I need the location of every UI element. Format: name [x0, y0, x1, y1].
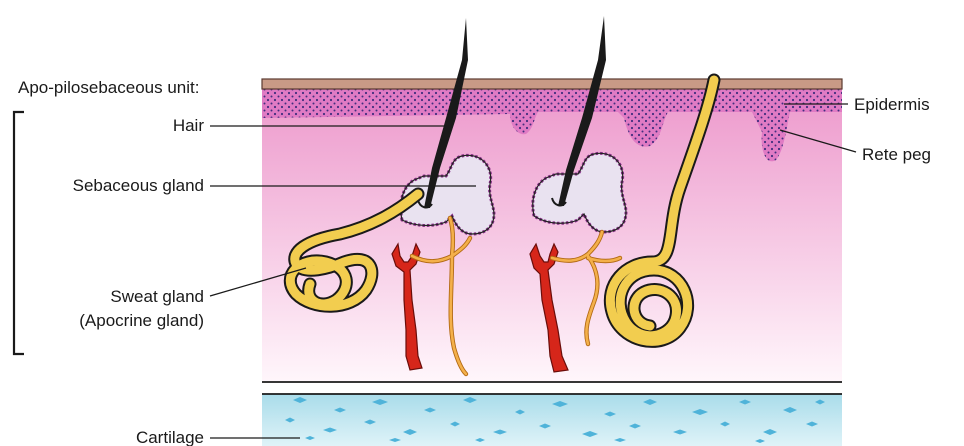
unit-bracket [14, 112, 24, 354]
stratum-corneum [262, 79, 842, 89]
cartilage-label: Cartilage [136, 428, 204, 446]
rete-peg-label: Rete peg [862, 145, 931, 164]
unit-title-label: Apo-pilosebaceous unit: [18, 78, 199, 97]
sebaceous-gland-label: Sebaceous gland [73, 176, 204, 195]
sweat-gland-label: Sweat gland [110, 287, 204, 306]
epidermis-label: Epidermis [854, 95, 930, 114]
cartilage-layer [262, 394, 842, 446]
hair-label: Hair [173, 116, 205, 135]
apocrine-gland-label: (Apocrine gland) [79, 311, 204, 330]
